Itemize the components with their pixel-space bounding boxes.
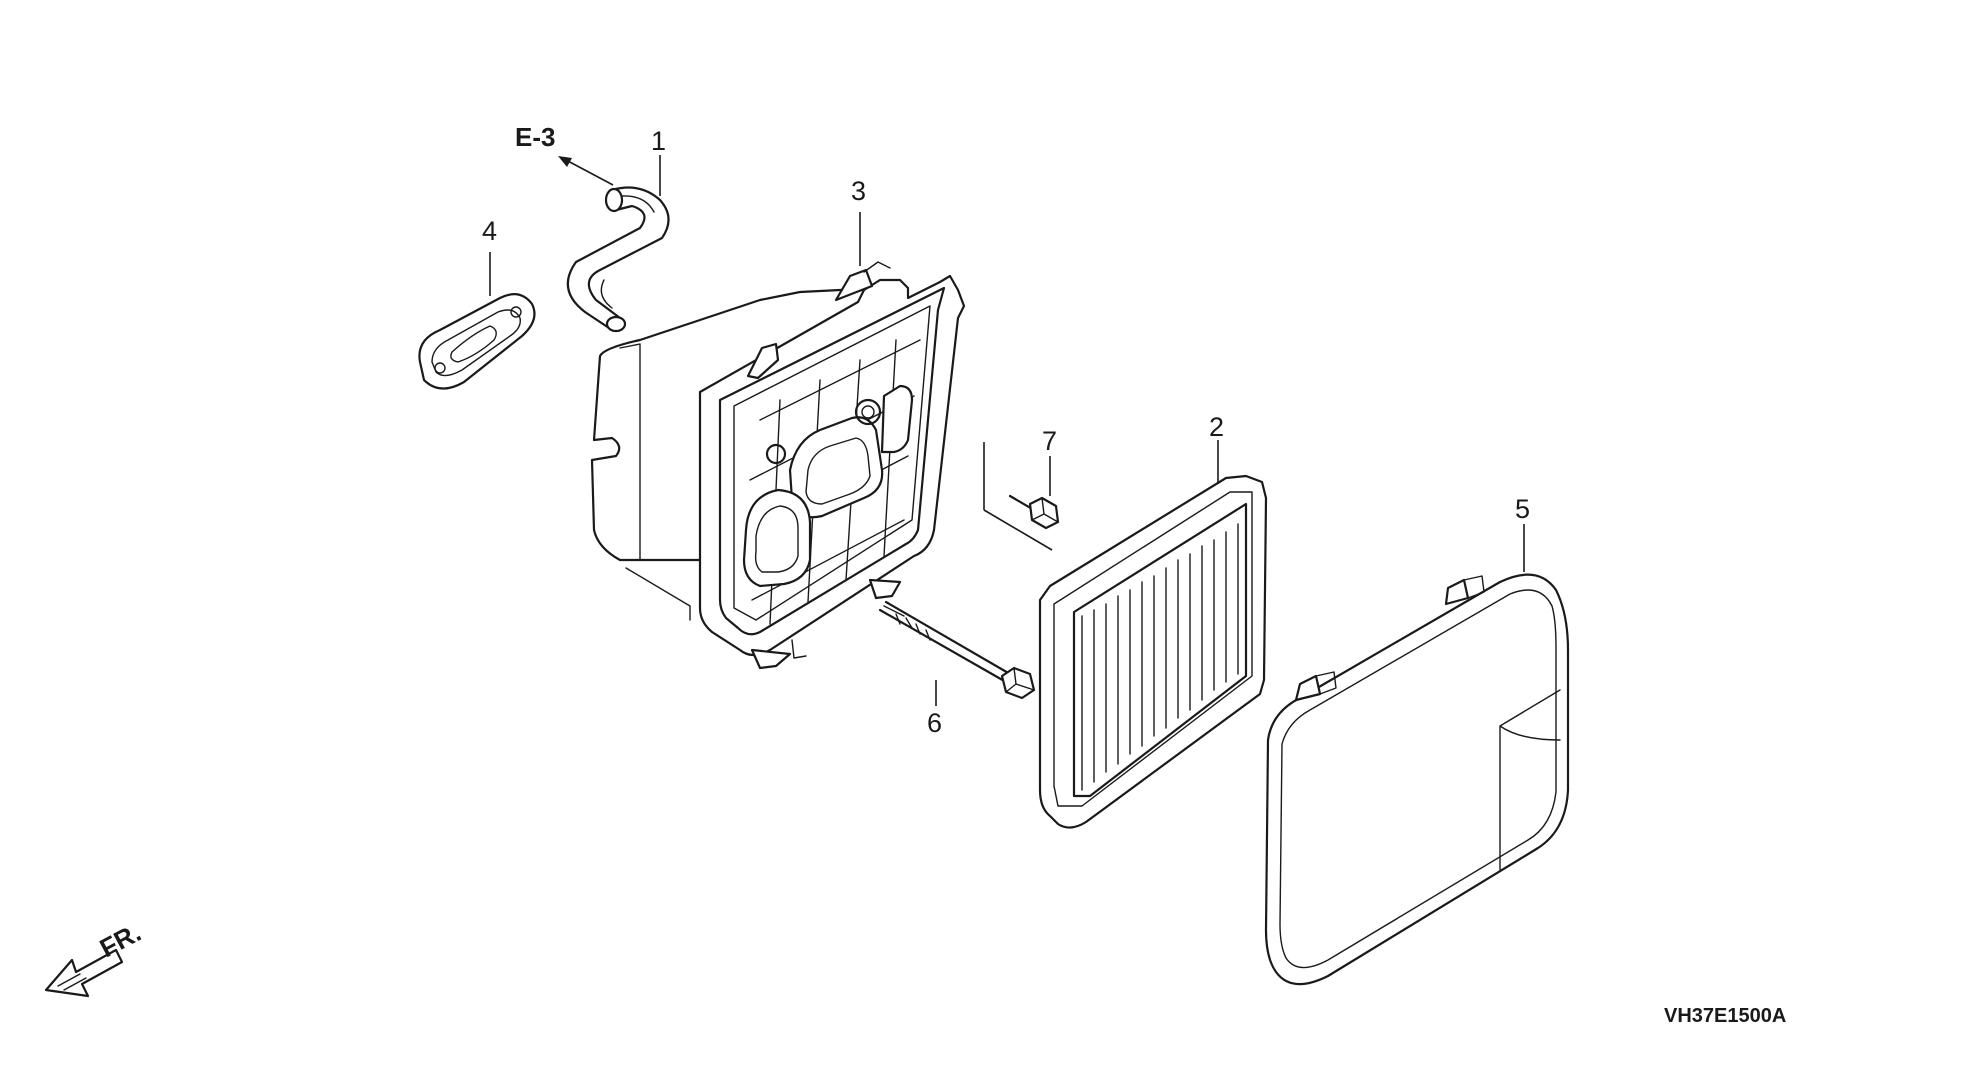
front-direction-arrow (44, 948, 124, 998)
callout-6: 6 (927, 708, 942, 738)
reference-label: E-3 (515, 122, 555, 152)
callout-3: 3 (851, 176, 866, 206)
part-2-filter-element (1038, 474, 1268, 829)
callout-2: 2 (1209, 412, 1224, 442)
drawing-code: VH37E1500A (1664, 1005, 1786, 1027)
callout-4: 4 (482, 216, 497, 246)
callout-5: 5 (1515, 494, 1530, 524)
part-7-screw (983, 442, 1060, 551)
reference-arrow (558, 156, 614, 186)
part-5-air-cleaner-cover (1264, 573, 1570, 986)
part-1-breather-tube (566, 186, 670, 333)
part-6-bolt (878, 600, 1036, 700)
part-3-air-cleaner-case (590, 261, 966, 670)
callout-7: 7 (1042, 426, 1057, 456)
callout-1: 1 (651, 126, 666, 156)
part-4-gasket (418, 293, 536, 390)
